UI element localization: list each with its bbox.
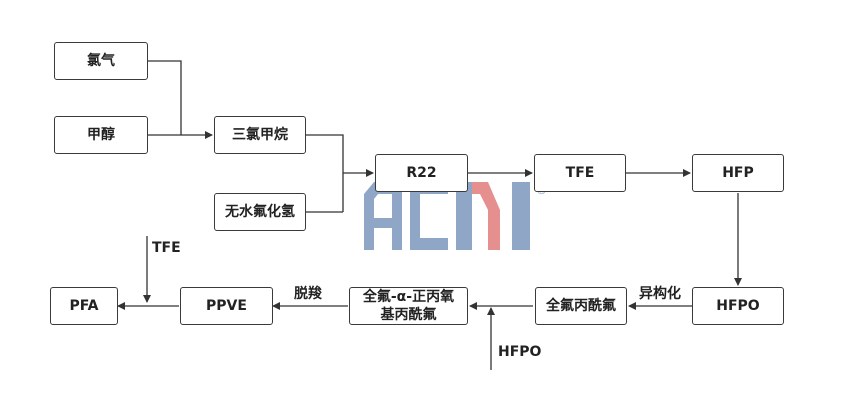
node-hfpo: HFPO — [692, 287, 784, 325]
node-perfluoro-alpha-line1: 全氟-α-正丙氧 — [362, 289, 455, 305]
watermark-letter-m-right — [472, 182, 500, 250]
node-pfa: PFA — [50, 287, 118, 325]
label-decarboxylation: 脱羧 — [294, 286, 322, 302]
node-perfluoro-alpha-line2: 基丙酰氟 — [380, 307, 437, 323]
watermark-letter-m-left — [456, 182, 472, 250]
node-ppve: PPVE — [180, 287, 273, 325]
node-perfluoro-alpha-propoxy: 全氟-α-正丙氧 基丙酰氟 — [349, 287, 468, 325]
label-tfe-feed: TFE — [152, 240, 181, 256]
node-anhydrous-hf: 无水氟化氢 — [214, 193, 306, 231]
label-isomerization: 异构化 — [639, 286, 681, 302]
node-methanol: 甲醇 — [54, 116, 148, 154]
node-hfp: HFP — [692, 154, 784, 192]
node-chloroform: 三氯甲烷 — [214, 116, 306, 154]
watermark-letter-i — [512, 182, 530, 250]
watermark-letter-c — [410, 182, 448, 250]
chlorine-connector — [148, 60, 182, 135]
node-tfe: TFE — [534, 154, 626, 192]
node-chlorine: 氯气 — [54, 42, 148, 80]
node-perfluoro-propionyl-fluoride: 全氟丙酰氟 — [535, 287, 627, 325]
chloroform-connector — [306, 134, 344, 212]
node-r22: R22 — [375, 154, 468, 192]
label-hfpo-feed: HFPO — [498, 344, 542, 360]
watermark-letter-a — [364, 182, 402, 250]
